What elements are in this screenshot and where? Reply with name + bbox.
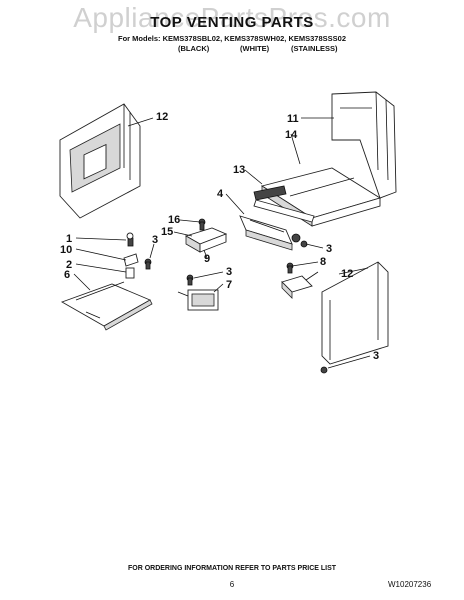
part-right-side-panel — [320, 261, 389, 374]
callout-3-a: 3 — [152, 234, 158, 246]
callout-15: 15 — [161, 226, 173, 238]
callout-14: 14 — [285, 129, 298, 141]
callout-3-d: 3 — [373, 350, 379, 362]
ordering-note: FOR ORDERING INFORMATION REFER TO PARTS … — [127, 565, 337, 572]
callout-4: 4 — [217, 188, 224, 200]
callout-7: 7 — [226, 279, 232, 291]
callout-3-c: 3 — [326, 243, 332, 255]
part-relay — [177, 274, 219, 311]
callout-8: 8 — [320, 256, 326, 268]
callout-1: 1 — [66, 233, 72, 245]
page-number: 6 — [229, 580, 235, 589]
part-terminal-block — [184, 218, 228, 253]
part-left-side-panel — [59, 103, 141, 219]
part-blower-assembly — [239, 215, 301, 251]
callout-6: 6 — [64, 269, 70, 281]
callout-12-left: 12 — [156, 111, 168, 123]
part-top-panel — [260, 167, 382, 227]
variant-white: (WHITE) — [240, 44, 270, 53]
variant-black: (BLACK) — [178, 44, 210, 53]
callout-2: 2 — [66, 259, 72, 271]
callout-11: 11 — [287, 113, 299, 125]
leader-lines — [73, 117, 371, 369]
part-back-bracket — [331, 91, 397, 199]
model-list: For Models: KEMS378SBL02, KEMS378SWH02, … — [118, 34, 346, 43]
part-vent-strip — [253, 185, 315, 223]
part-fasteners-left — [123, 232, 152, 279]
callout-10: 10 — [60, 244, 72, 256]
callout-16: 16 — [168, 214, 180, 226]
part-bottom-shelf — [60, 281, 153, 331]
callout-labels: 12 11 14 13 4 16 15 9 1 10 2 6 3 3 7 3 8… — [60, 111, 379, 362]
callout-12-right: 12 — [341, 268, 353, 280]
callout-3-b: 3 — [226, 266, 232, 278]
part-thermal-switch — [281, 240, 313, 299]
variant-stainless: (STAINLESS) — [291, 44, 338, 53]
callout-13: 13 — [233, 164, 245, 176]
page-title: TOP VENTING PARTS — [150, 14, 314, 31]
callout-9: 9 — [204, 253, 210, 265]
document-number: W10207236 — [388, 580, 432, 589]
